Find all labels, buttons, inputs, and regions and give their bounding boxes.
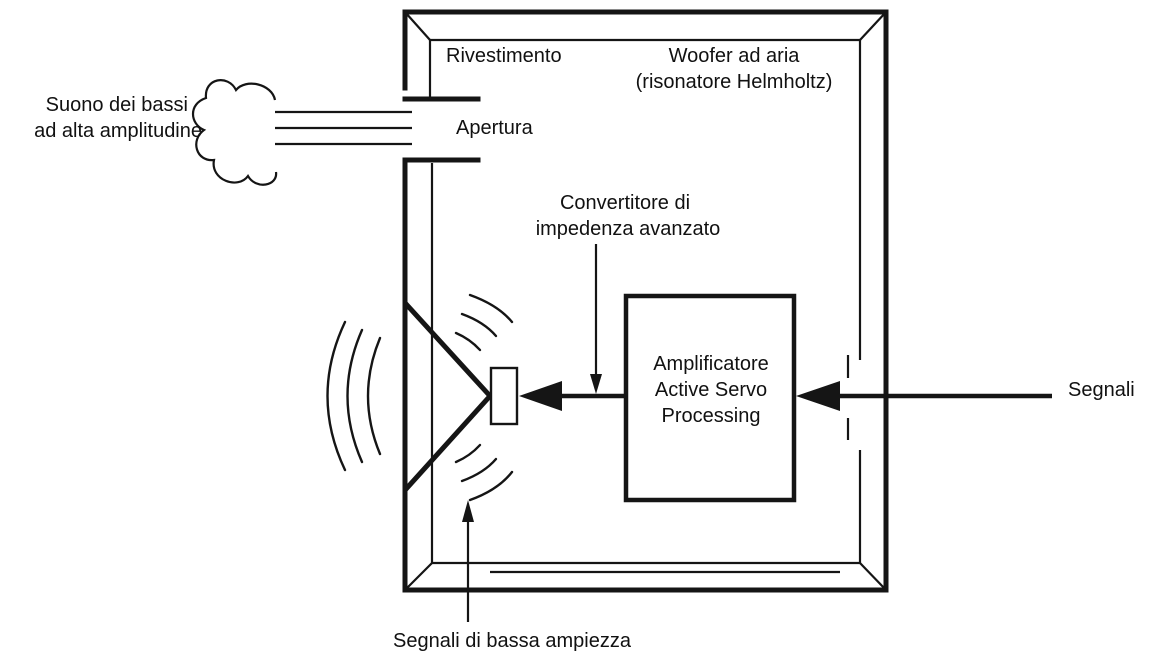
inner-wave-lower-3 xyxy=(454,443,482,464)
inner-wave-upper-2 xyxy=(460,312,498,338)
inner-wave-lower-2 xyxy=(460,457,498,483)
lining-corner-top-right xyxy=(859,11,887,41)
driver-cone xyxy=(403,301,494,492)
outer-wave-3 xyxy=(366,336,382,456)
woofer-label-line2: (risonatore Helmholtz) xyxy=(636,71,833,93)
amplifier-label-line3: Processing xyxy=(662,405,761,427)
signals-label: Segnali xyxy=(1068,379,1135,401)
voice-coil xyxy=(489,366,519,426)
bass-sound-label-line2: ad alta amplitudine xyxy=(34,120,202,142)
outer-wave-1 xyxy=(326,320,347,472)
low-signals-label: Segnali di bassa ampiezza xyxy=(393,630,632,652)
converter-label-line1: Convertitore di xyxy=(560,192,690,214)
lining-corner-bottom-left xyxy=(404,562,433,591)
woofer-label-line1: Woofer ad aria xyxy=(669,45,801,67)
amplifier-label-line1: Amplificatore xyxy=(653,353,769,375)
cabinet-inner-lining xyxy=(428,38,862,360)
outer-wave-2 xyxy=(346,328,364,464)
inner-wave-upper-3 xyxy=(454,331,482,352)
amplifier-label-line2: Active Servo xyxy=(655,379,767,401)
sound-cloud-icon xyxy=(191,79,278,186)
arrow-amp-to-coil-head xyxy=(519,381,562,411)
pointer-converter-head xyxy=(590,374,602,394)
inner-wave-upper-1 xyxy=(468,293,514,324)
enclosure-label: Rivestimento xyxy=(446,45,562,67)
converter-label-line2: impedenza avanzato xyxy=(536,218,721,240)
lining-corner-top-left xyxy=(404,11,431,41)
pointer-low-signal-head xyxy=(462,500,474,522)
inner-wave-lower-1 xyxy=(468,470,514,502)
arrow-signal-head xyxy=(796,381,840,411)
bass-sound-label-line1: Suono dei bassi xyxy=(46,94,188,116)
cabinet-inner-lining-lower xyxy=(430,163,862,565)
port-label: Apertura xyxy=(456,117,534,139)
amplifier-box xyxy=(623,293,797,503)
cabinet-outer-wall xyxy=(402,9,889,593)
lining-corner-bottom-right xyxy=(859,562,887,591)
